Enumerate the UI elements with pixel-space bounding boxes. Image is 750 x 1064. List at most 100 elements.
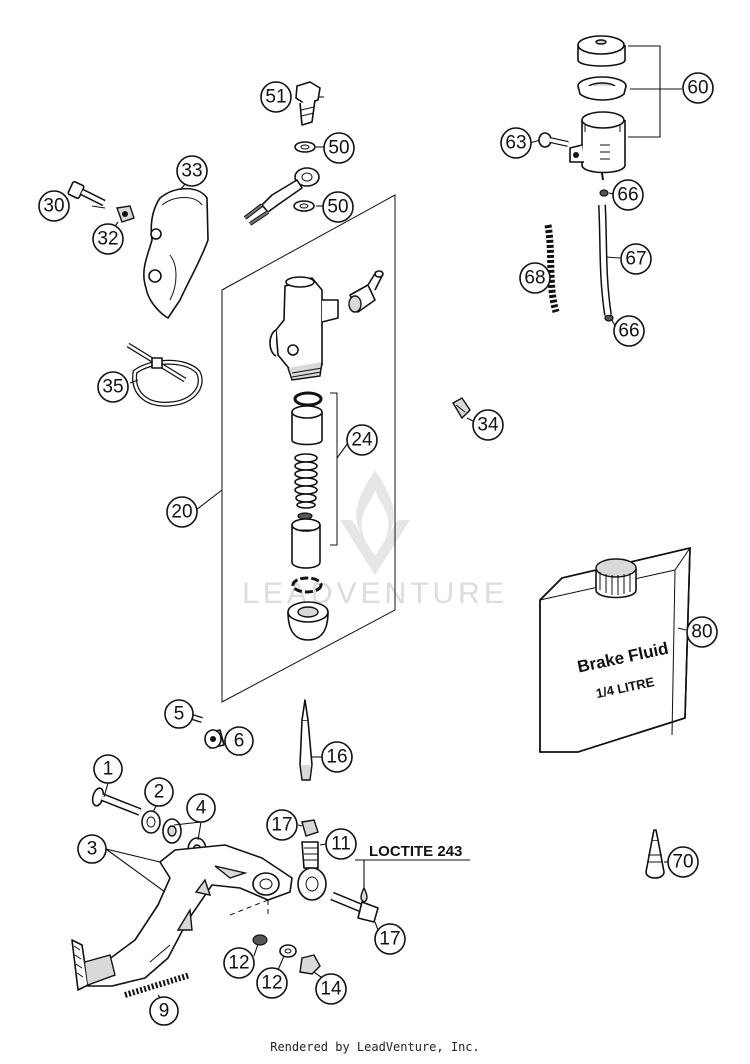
reservoir-body-part: [569, 111, 626, 181]
hose-clamp-part: [599, 189, 609, 197]
callout-32[interactable]: 32: [92, 223, 124, 255]
svg-text:51: 51: [265, 87, 286, 108]
screw-part: [67, 180, 106, 207]
svg-text:35: 35: [102, 377, 123, 398]
callout-24[interactable]: 24: [346, 424, 378, 456]
callout-2[interactable]: 2: [144, 777, 174, 807]
reservoir-cap-part: [577, 35, 626, 67]
svg-text:4: 4: [196, 798, 207, 819]
pivot-washer-part: [141, 810, 161, 834]
svg-text:66: 66: [618, 321, 639, 342]
washer-part: [294, 141, 316, 153]
clevis-part: [297, 841, 327, 901]
cable-tie-part: [126, 342, 203, 407]
svg-text:12: 12: [261, 973, 282, 994]
svg-text:68: 68: [524, 268, 545, 289]
adhesive-drop-icon: [360, 886, 368, 903]
svg-text:5: 5: [174, 704, 185, 725]
svg-text:17: 17: [271, 815, 292, 836]
callout-34[interactable]: 34: [472, 409, 504, 441]
callout-12-left[interactable]: 12: [223, 947, 255, 979]
callout-1[interactable]: 1: [93, 754, 123, 784]
callout-4[interactable]: 4: [186, 793, 216, 823]
spiral-wrap-part: [544, 224, 560, 313]
callout-20[interactable]: 20: [166, 496, 198, 528]
callout-17[interactable]: 17: [374, 923, 406, 955]
svg-text:14: 14: [320, 979, 342, 1000]
circlip-part: [291, 576, 323, 594]
callout-70[interactable]: 70: [667, 846, 699, 878]
callout-5[interactable]: 5: [164, 699, 194, 729]
banjo-bolt-part: [295, 81, 321, 126]
callout-leader: [628, 45, 682, 138]
callout-68[interactable]: 68: [519, 262, 551, 294]
svg-text:11: 11: [331, 834, 351, 855]
svg-text:33: 33: [181, 161, 202, 182]
callout-80[interactable]: 80: [686, 616, 718, 648]
washer-part: [293, 200, 315, 212]
bearing-part: [162, 818, 182, 844]
clip-part: [452, 397, 471, 420]
svg-text:50: 50: [328, 138, 349, 159]
render-credit: Rendered by LeadVenture, Inc.: [270, 1040, 480, 1054]
dust-boot-part: [287, 601, 329, 641]
hose-clamp-part: [604, 314, 614, 322]
callout-33[interactable]: 33: [176, 155, 208, 187]
callout-3[interactable]: 3: [77, 834, 107, 864]
brake-fluid-bottle-part: Brake Fluid 1/4 LITRE: [539, 546, 691, 753]
washer-part: [279, 944, 297, 958]
svg-text:60: 60: [687, 78, 708, 99]
nut-part: [116, 205, 135, 223]
callout-9[interactable]: 9: [149, 996, 179, 1026]
svg-text:32: 32: [97, 229, 118, 250]
svg-text:63: 63: [505, 133, 526, 154]
mounting-screw-part: [538, 132, 569, 148]
svg-text:12: 12: [228, 953, 249, 974]
washer-part: [252, 934, 268, 946]
adjuster-nut-part: [301, 819, 319, 837]
master-cylinder-body-part: [269, 276, 339, 381]
diaphragm-part: [577, 76, 627, 101]
callout-11[interactable]: 11: [325, 828, 357, 860]
thread-lock-tube-part: [645, 829, 665, 879]
callout-66-lower[interactable]: 66: [613, 315, 645, 347]
piston-part: [291, 518, 321, 569]
callout-30[interactable]: 30: [38, 190, 70, 222]
callout-63[interactable]: 63: [500, 127, 532, 159]
svg-text:80: 80: [691, 622, 712, 643]
callout-50-upper[interactable]: 50: [323, 132, 355, 164]
svg-text:2: 2: [154, 782, 165, 803]
svg-text:67: 67: [625, 249, 646, 270]
svg-text:16: 16: [326, 747, 347, 768]
svg-text:70: 70: [672, 852, 693, 873]
watermark: LEADVENTURE: [242, 470, 508, 610]
o-ring-part: [293, 391, 323, 407]
hose-nipple-part: [348, 270, 384, 313]
brake-hose-fitting-part: [243, 167, 320, 226]
callout-16[interactable]: 16: [321, 741, 353, 773]
callout-51[interactable]: 51: [260, 81, 292, 113]
callout-15[interactable]: 17: [266, 809, 298, 841]
callout-67[interactable]: 67: [620, 243, 652, 275]
mounting-tool-part: [299, 699, 313, 781]
spring-part: [294, 453, 318, 509]
callout-6[interactable]: 6: [224, 726, 254, 756]
callout-66-upper[interactable]: 66: [612, 179, 644, 211]
pivot-bolt-part: [91, 787, 142, 816]
lock-nut-part: [299, 954, 321, 975]
svg-text:30: 30: [43, 196, 64, 217]
svg-text:3: 3: [87, 839, 98, 860]
callout-35[interactable]: 35: [97, 371, 129, 403]
svg-text:66: 66: [617, 185, 638, 206]
svg-text:20: 20: [171, 502, 192, 523]
callout-50-lower[interactable]: 50: [322, 191, 354, 223]
watermark-text: LEADVENTURE: [242, 577, 508, 610]
loctite-note: LOCTITE 243: [369, 843, 462, 860]
callout-12-right[interactable]: 12: [256, 967, 288, 999]
clevis-bolt-part: [330, 891, 379, 923]
svg-text:1: 1: [103, 759, 114, 780]
callout-60[interactable]: 60: [682, 72, 714, 104]
callout-14[interactable]: 14: [315, 973, 347, 1005]
svg-text:24: 24: [351, 430, 373, 451]
